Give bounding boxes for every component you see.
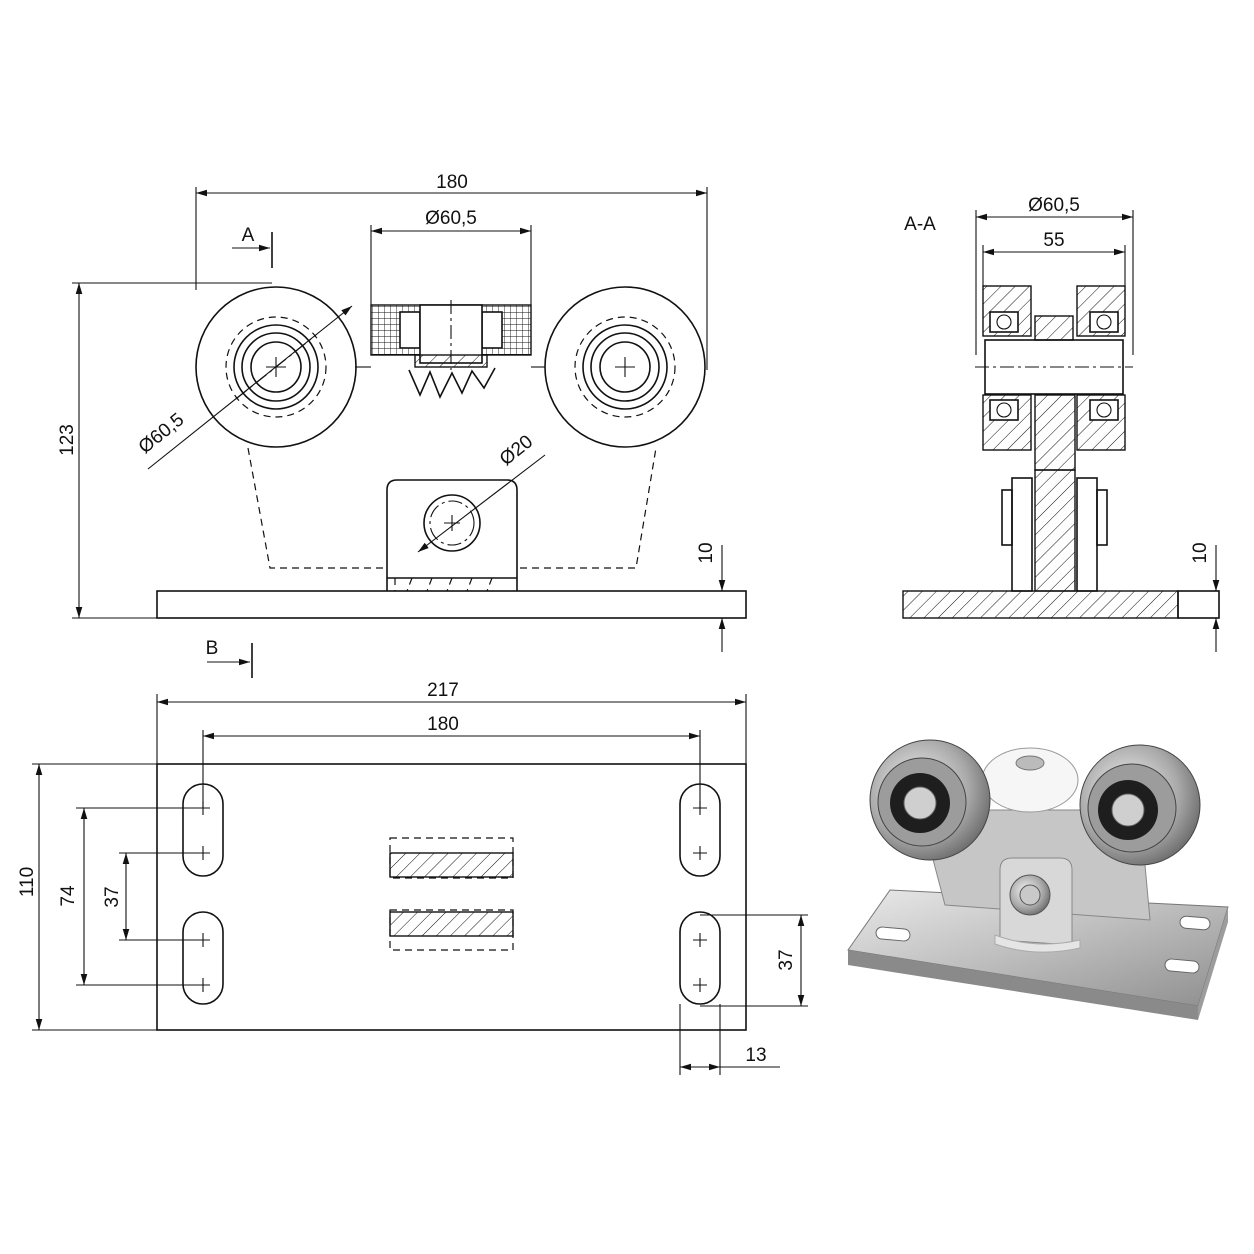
front-view: 180 Ø60,5 A 123 Ø60,5 Ø20 10 B <box>57 172 747 678</box>
section-plate <box>902 590 1179 619</box>
pin-bracket <box>386 479 518 591</box>
view-marker-b: B <box>206 638 219 659</box>
plan-view: 217 180 110 74 37 37 13 <box>17 680 808 1075</box>
dim-plan-110: 110 <box>17 867 38 897</box>
guide-roller-section <box>370 300 532 399</box>
base-plate <box>156 590 747 619</box>
roller-carriage-photo <box>847 739 1229 1020</box>
section-marker-a: A <box>242 225 255 246</box>
right-wheel <box>544 286 706 448</box>
dim-plan-37-right: 37 <box>776 949 797 970</box>
dim-front-pin-dia: Ø20 <box>496 431 537 470</box>
dim-plan-180: 180 <box>427 714 459 735</box>
dim-front-plate-thickness: 10 <box>696 542 717 563</box>
dim-front-roller-dia: Ø60,5 <box>425 208 477 229</box>
slot-bottom-right <box>679 911 721 1005</box>
pin-circle <box>423 494 481 552</box>
dim-front-height: 123 <box>57 424 78 456</box>
dim-section-plate-thickness: 10 <box>1190 542 1211 563</box>
dim-plan-37-left: 37 <box>102 886 123 907</box>
dim-front-wheel-dia: Ø60,5 <box>135 409 188 458</box>
dim-section-inner-width: 55 <box>1043 230 1064 251</box>
dim-plan-74: 74 <box>58 885 79 907</box>
dim-front-180: 180 <box>436 172 468 193</box>
dim-plan-13: 13 <box>745 1045 766 1066</box>
slot-bottom-left <box>182 911 224 1005</box>
carriage-body-hidden <box>247 447 657 569</box>
section-view: A-A Ø60,5 55 <box>902 195 1220 652</box>
dim-plan-217: 217 <box>427 680 459 701</box>
section-title: A-A <box>904 214 936 235</box>
plan-plate-outline <box>156 763 747 1031</box>
dim-section-wheel-dia: Ø60,5 <box>1028 195 1080 216</box>
